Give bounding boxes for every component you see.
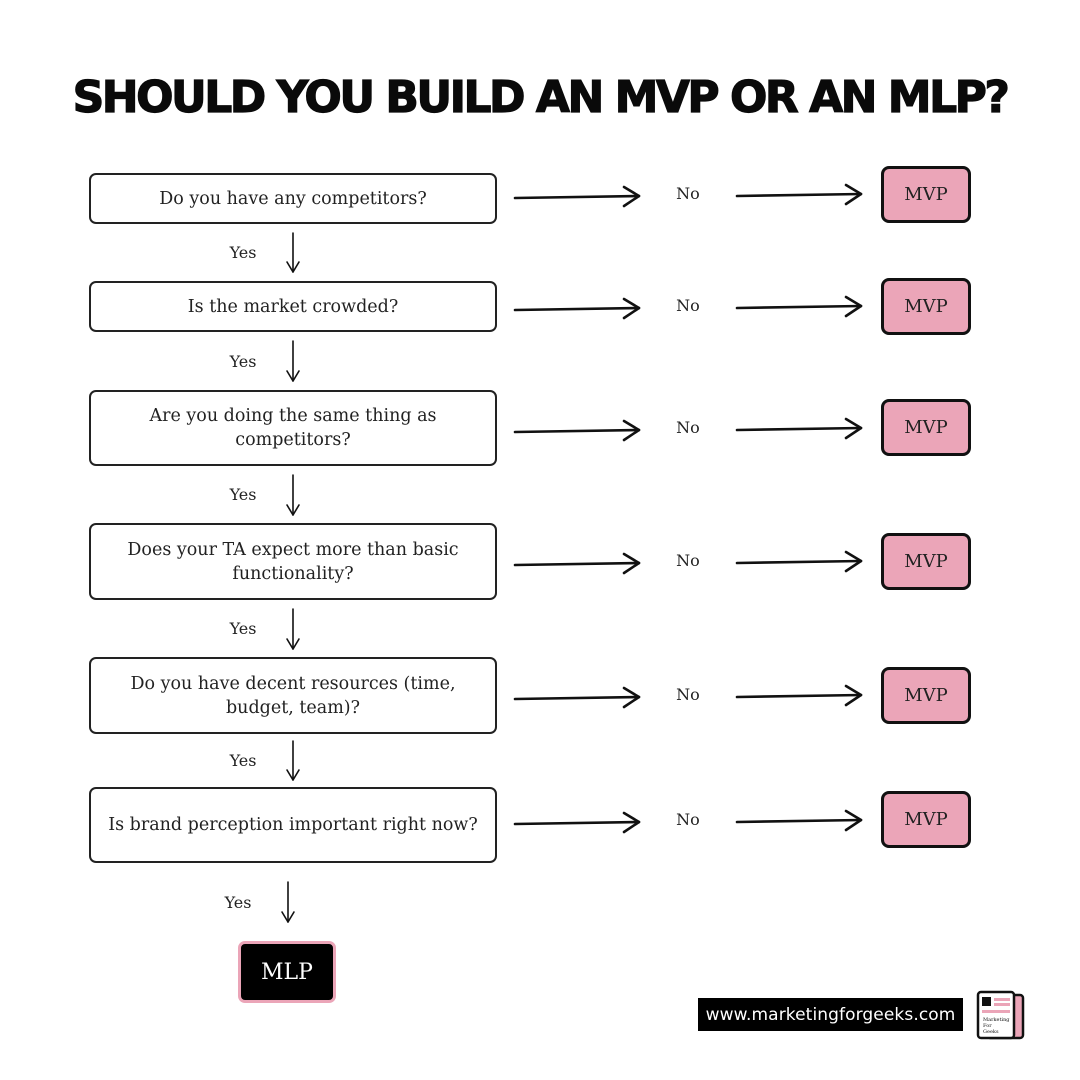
yes-label: Yes xyxy=(229,751,257,770)
yes-label: Yes xyxy=(229,485,257,504)
arrow-to-mvp xyxy=(735,417,863,440)
yes-label: Yes xyxy=(229,352,257,371)
mvp-outcome-box: MVP xyxy=(881,667,971,724)
arrow-to-mvp xyxy=(735,183,863,206)
svg-text:Marketing: Marketing xyxy=(983,1017,1010,1023)
arrow-down-yes xyxy=(286,608,300,650)
arrow-down-yes xyxy=(286,340,300,382)
no-label: No xyxy=(676,296,700,315)
page-title: SHOULD YOU BUILD AN MVP OR AN MLP? xyxy=(72,71,1010,123)
mvp-outcome-box: MVP xyxy=(881,166,971,223)
newspaper-logo-icon: Marketing For Geeks xyxy=(976,990,1025,1040)
no-label: No xyxy=(676,551,700,570)
mlp-outcome-box: MLP xyxy=(238,941,336,1003)
mvp-outcome-box: MVP xyxy=(881,533,971,590)
question-same-thing: Are you doing the same thing as competit… xyxy=(89,390,497,466)
svg-text:For: For xyxy=(983,1023,992,1029)
arrow-to-no-label xyxy=(513,297,641,320)
arrow-to-no-label xyxy=(513,419,641,442)
no-label: No xyxy=(676,418,700,437)
mvp-outcome-box: MVP xyxy=(881,399,971,456)
yes-label: Yes xyxy=(229,619,257,638)
yes-label: Yes xyxy=(229,243,257,262)
yes-label: Yes xyxy=(224,893,252,912)
no-label: No xyxy=(676,810,700,829)
arrow-to-no-label xyxy=(513,185,641,208)
arrow-to-no-label xyxy=(513,686,641,709)
arrow-down-yes xyxy=(286,740,300,781)
question-competitors: Do you have any competitors? xyxy=(89,173,497,224)
mvp-outcome-box: MVP xyxy=(881,278,971,335)
arrow-to-no-label xyxy=(513,811,641,834)
arrow-down-yes xyxy=(286,474,300,516)
question-ta-expectation: Does your TA expect more than basic func… xyxy=(89,523,497,600)
question-resources: Do you have decent resources (time, budg… xyxy=(89,657,497,734)
website-url[interactable]: www.marketingforgeeks.com xyxy=(698,998,963,1031)
svg-text:Geeks: Geeks xyxy=(983,1029,999,1035)
arrow-to-mvp xyxy=(735,295,863,318)
arrow-to-mvp xyxy=(735,550,863,573)
question-market-crowded: Is the market crowded? xyxy=(89,281,497,332)
no-label: No xyxy=(676,184,700,203)
mvp-outcome-box: MVP xyxy=(881,791,971,848)
question-brand-perception: Is brand perception important right now? xyxy=(89,787,497,863)
arrow-to-mvp xyxy=(735,684,863,707)
arrow-down-yes xyxy=(281,881,295,923)
arrow-down-yes xyxy=(286,232,300,273)
arrow-to-no-label xyxy=(513,552,641,575)
arrow-to-mvp xyxy=(735,809,863,832)
no-label: No xyxy=(676,685,700,704)
